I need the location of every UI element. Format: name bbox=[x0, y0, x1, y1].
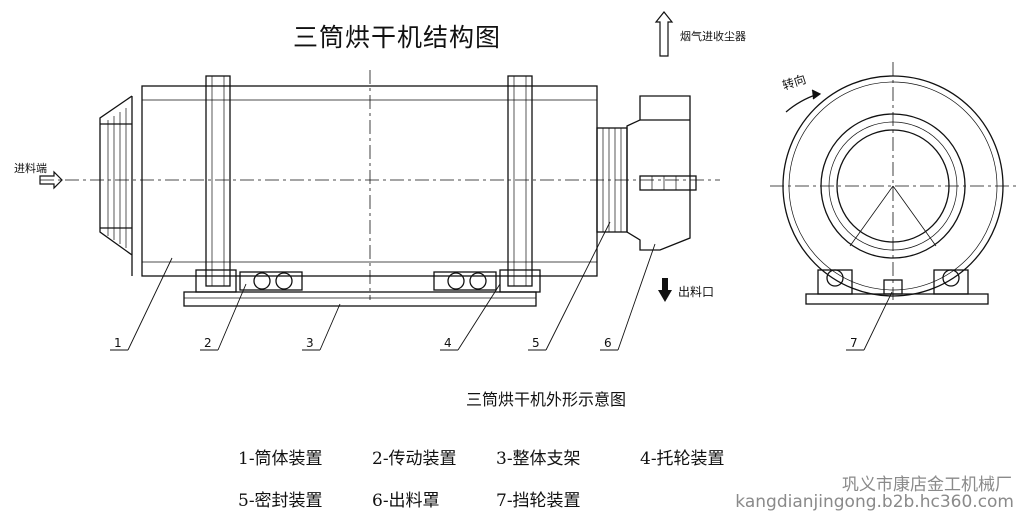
legend-item: 7-挡轮装置 bbox=[496, 491, 581, 511]
feed-arrow-icon bbox=[39, 170, 63, 190]
rotation-label: 转向 bbox=[780, 71, 807, 93]
watermark-url: kangdianjingong.b2b.hc360.com bbox=[735, 492, 1014, 512]
smoke-arrow-icon bbox=[654, 11, 674, 57]
part-number: 7 bbox=[850, 336, 858, 350]
end-view bbox=[770, 62, 1016, 305]
outlet-label: 出料口 bbox=[678, 285, 714, 299]
legend-item: 4-托轮装置 bbox=[640, 449, 725, 469]
feed-inlet-label: 进料端 bbox=[14, 161, 47, 175]
legend-item: 3-整体支架 bbox=[496, 449, 581, 469]
legend-item: 6-出料罩 bbox=[372, 491, 440, 511]
diagram-title: 三筒烘干机结构图 bbox=[293, 23, 502, 52]
watermark-company: 巩义市康店金工机械厂 bbox=[842, 475, 1012, 495]
legend-item: 2-传动装置 bbox=[372, 449, 457, 469]
rotation-arrow-icon bbox=[785, 89, 822, 113]
part-number-labels: 1 2 3 4 5 6 7 bbox=[114, 336, 858, 350]
part-number: 2 bbox=[204, 336, 212, 350]
legend-item: 5-密封装置 bbox=[238, 491, 323, 511]
part-number: 5 bbox=[532, 336, 540, 350]
side-view bbox=[40, 70, 720, 307]
legend-item: 1-筒体装置 bbox=[238, 449, 323, 469]
part-number: 4 bbox=[444, 336, 452, 350]
smoke-label: 烟气进收尘器 bbox=[680, 29, 746, 43]
outlet-arrow-icon bbox=[658, 278, 672, 302]
figure-caption: 三筒烘干机外形示意图 bbox=[466, 390, 627, 409]
part-number: 3 bbox=[306, 336, 314, 350]
leader-lines bbox=[110, 221, 893, 351]
part-number: 6 bbox=[604, 336, 612, 350]
part-number: 1 bbox=[114, 336, 122, 350]
